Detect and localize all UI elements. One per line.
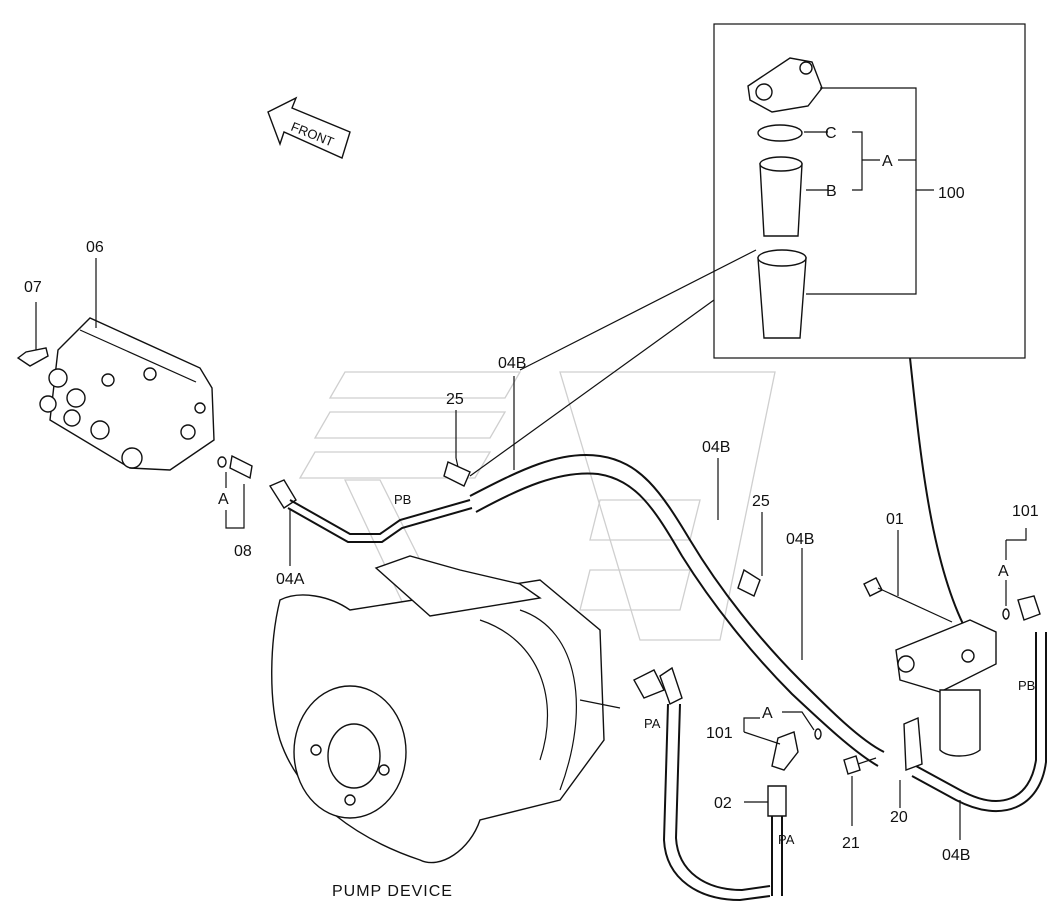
part-label-101-bottom: 101 bbox=[706, 725, 733, 742]
elbow-101-bottom bbox=[743, 711, 822, 771]
port-label-pb-left: PB bbox=[394, 492, 411, 507]
part-label-04a: 04A bbox=[276, 571, 305, 588]
callout-b-filter: B bbox=[826, 183, 837, 200]
part-label-06: 06 bbox=[86, 239, 104, 256]
callout-a-101-top: A bbox=[998, 563, 1009, 580]
part-label-07: 07 bbox=[24, 279, 42, 296]
part-label-01: 01 bbox=[886, 511, 904, 528]
pipe-04a bbox=[268, 479, 473, 566]
callout-c-filter: C bbox=[825, 125, 837, 142]
part-label-21: 21 bbox=[842, 835, 860, 852]
port-label-pb-right: PB bbox=[1018, 678, 1035, 693]
part-label-04b-right: 04B bbox=[786, 531, 814, 548]
callout-a-filter: A bbox=[882, 153, 893, 170]
filter-assembly-box: C B A 100 bbox=[713, 23, 1026, 359]
filter-leader-top bbox=[519, 249, 757, 371]
port-label-pa-pump: PA bbox=[644, 716, 661, 731]
part-label-02: 02 bbox=[714, 795, 732, 812]
caption-pump-device: PUMP DEVICE bbox=[332, 883, 453, 900]
mounted-filter bbox=[895, 619, 997, 757]
filter-leader-bottom bbox=[469, 299, 715, 477]
callout-a-08: A bbox=[218, 491, 229, 508]
fitting-02 bbox=[744, 785, 787, 896]
part-label-101-top: 101 bbox=[1012, 503, 1039, 520]
hose-pa-pump bbox=[633, 666, 771, 902]
elbow-101-top bbox=[1002, 528, 1041, 621]
control-valve-06 bbox=[39, 317, 215, 471]
part-label-25b: 25 bbox=[752, 493, 770, 510]
bolt-21 bbox=[843, 755, 877, 826]
part-label-04b-bottom: 04B bbox=[942, 847, 970, 864]
fitting-08 bbox=[217, 454, 253, 529]
port-label-pa-02: PA bbox=[778, 832, 795, 847]
part-label-08: 08 bbox=[234, 543, 252, 560]
bolt-01 bbox=[863, 530, 953, 623]
part-label-04b-top: 04B bbox=[498, 355, 526, 372]
hose-04b-bottom bbox=[911, 632, 1047, 840]
filter-leader bbox=[909, 357, 967, 631]
front-arrow: FRONT bbox=[267, 96, 351, 159]
bolt-07 bbox=[16, 302, 49, 367]
clamp-20 bbox=[899, 716, 923, 808]
part-label-04b-mid: 04B bbox=[702, 439, 730, 456]
pump-device bbox=[271, 555, 621, 864]
part-label-20: 20 bbox=[890, 809, 908, 826]
part-label-100: 100 bbox=[938, 185, 965, 202]
hose-04b-main bbox=[443, 454, 885, 767]
part-label-25a: 25 bbox=[446, 391, 464, 408]
callout-a-101-bottom: A bbox=[762, 705, 773, 722]
